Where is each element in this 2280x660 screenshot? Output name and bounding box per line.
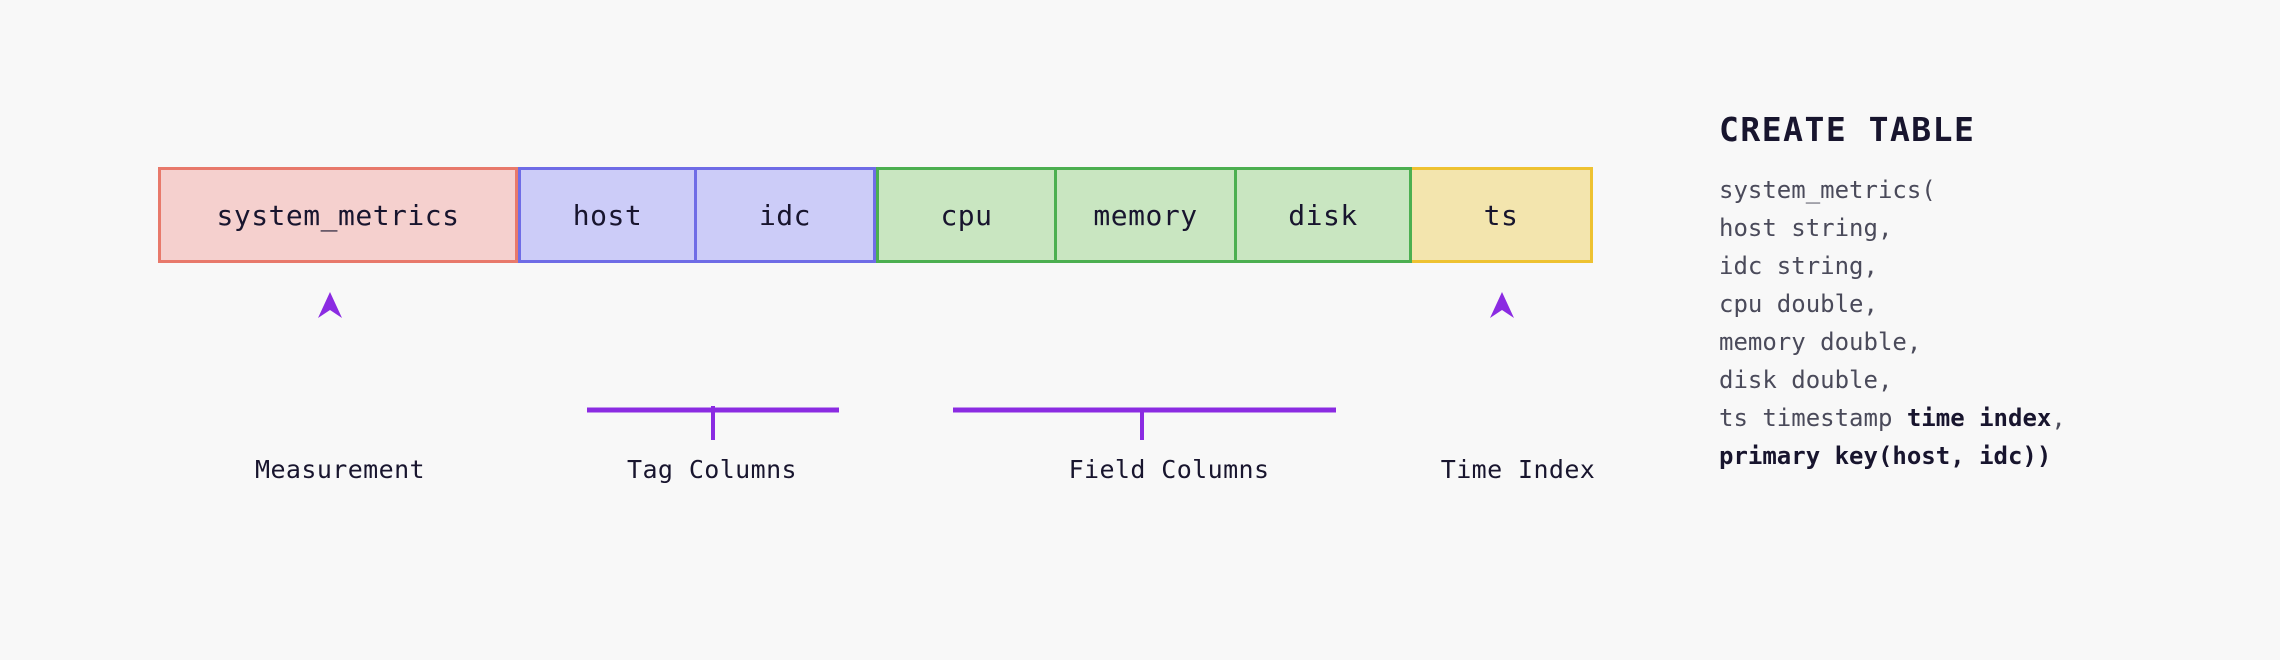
schema-cell-cpu[interactable]: cpu bbox=[876, 167, 1057, 263]
ddl-line: ts timestamp time index, bbox=[1719, 399, 2239, 437]
ddl-line: cpu double, bbox=[1719, 285, 2239, 323]
ddl-keyword: time index bbox=[1906, 404, 2052, 432]
measurement-arrow-icon bbox=[318, 292, 342, 412]
ddl-heading: CREATE TABLE bbox=[1719, 110, 1976, 149]
ddl-text: system_metrics( bbox=[1719, 176, 1936, 204]
schema-cell-ts[interactable]: ts bbox=[1412, 167, 1593, 263]
ddl-text: ts timestamp bbox=[1719, 404, 1907, 432]
field-columns-bracket bbox=[953, 298, 1336, 440]
ddl-text: disk double, bbox=[1719, 366, 1893, 394]
schema-cell-host[interactable]: host bbox=[518, 167, 697, 263]
ddl-body: system_metrics(host string, idc string, cp… bbox=[1719, 171, 2239, 475]
annotation-label-measurement: Measurement bbox=[255, 455, 425, 484]
annotation-label-tag-columns: Tag Columns bbox=[627, 455, 797, 484]
schema-cell-label: host bbox=[572, 198, 643, 232]
annotation-label-field-columns: Field Columns bbox=[1068, 455, 1270, 484]
schema-cell-measurement[interactable]: system_metrics bbox=[158, 167, 518, 263]
tag-columns-bracket bbox=[587, 298, 839, 413]
schema-cell-label: cpu bbox=[940, 198, 993, 232]
schema-cell-memory[interactable]: memory bbox=[1057, 167, 1237, 263]
ddl-line: system_metrics( bbox=[1719, 171, 2239, 209]
schema-cell-disk[interactable]: disk bbox=[1237, 167, 1412, 263]
schema-cell-label: disk bbox=[1288, 198, 1358, 232]
ddl-text: , bbox=[2051, 404, 2066, 432]
ddl-keyword: primary key(host, idc)) bbox=[1719, 442, 2052, 470]
schema-cell-label: ts bbox=[1483, 198, 1519, 232]
ddl-line: host string, bbox=[1719, 209, 2239, 247]
annotation-label-time-index: Time Index bbox=[1440, 455, 1596, 484]
schema-cell-label: memory bbox=[1093, 198, 1198, 232]
schema-bar: system_metrics host idc cpu memory disk … bbox=[158, 167, 1593, 263]
ddl-text: idc string, bbox=[1719, 252, 1878, 280]
schema-cell-label: system_metrics bbox=[216, 198, 460, 232]
ddl-text: memory double, bbox=[1719, 328, 1922, 356]
ddl-line: primary key(host, idc)) bbox=[1719, 437, 2239, 475]
ddl-line: idc string, bbox=[1719, 247, 2239, 285]
ddl-line: memory double, bbox=[1719, 323, 2239, 361]
ddl-text: cpu double, bbox=[1719, 290, 1878, 318]
schema-cell-idc[interactable]: idc bbox=[697, 167, 876, 263]
schema-cell-label: idc bbox=[758, 198, 812, 232]
ddl-text: host string, bbox=[1719, 214, 1893, 242]
ddl-line: disk double, bbox=[1719, 361, 2239, 399]
ddl-panel: CREATE TABLE system_metrics(host string,… bbox=[1719, 110, 2239, 475]
time-index-arrow-icon bbox=[1490, 292, 1514, 412]
